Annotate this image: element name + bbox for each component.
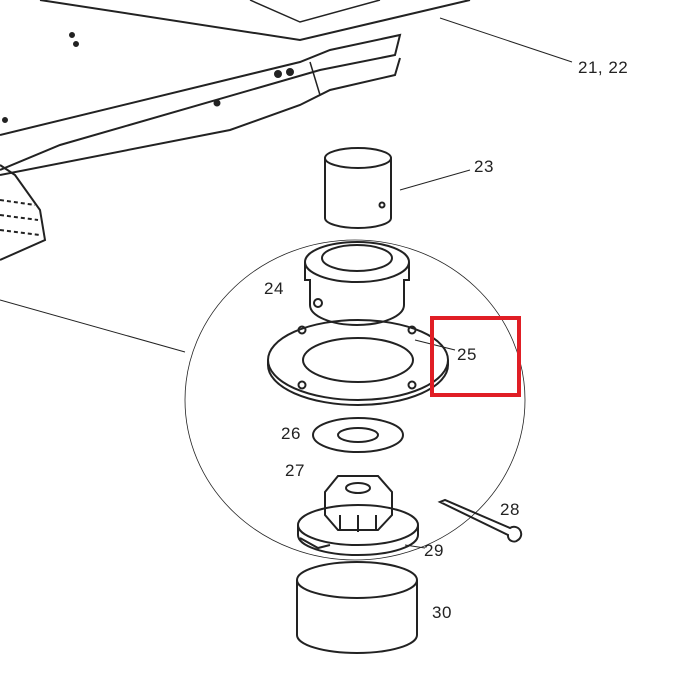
deck-plate xyxy=(0,0,471,261)
label-29: 29 xyxy=(424,541,444,560)
part-30-cap xyxy=(296,561,418,654)
label-30: 30 xyxy=(432,603,452,622)
label-25: 25 xyxy=(457,345,477,364)
part-25-flange xyxy=(267,319,449,406)
highlight-box-part-25 xyxy=(430,316,521,397)
part-29-clamp xyxy=(297,504,419,556)
part-24-housing xyxy=(304,241,410,326)
label-26: 26 xyxy=(281,424,301,443)
label-28: 28 xyxy=(500,500,520,519)
assembly-circle xyxy=(184,239,526,561)
leader-lines xyxy=(0,17,573,549)
part-28-cotter-pin xyxy=(437,498,523,543)
label-23: 23 xyxy=(474,157,494,176)
label-24: 24 xyxy=(264,279,284,298)
part-23-bushing xyxy=(324,147,392,229)
label-21-22: 21, 22 xyxy=(578,58,629,77)
part-26-washer xyxy=(312,417,404,453)
part-27-nut xyxy=(324,475,393,532)
label-27: 27 xyxy=(285,461,305,480)
